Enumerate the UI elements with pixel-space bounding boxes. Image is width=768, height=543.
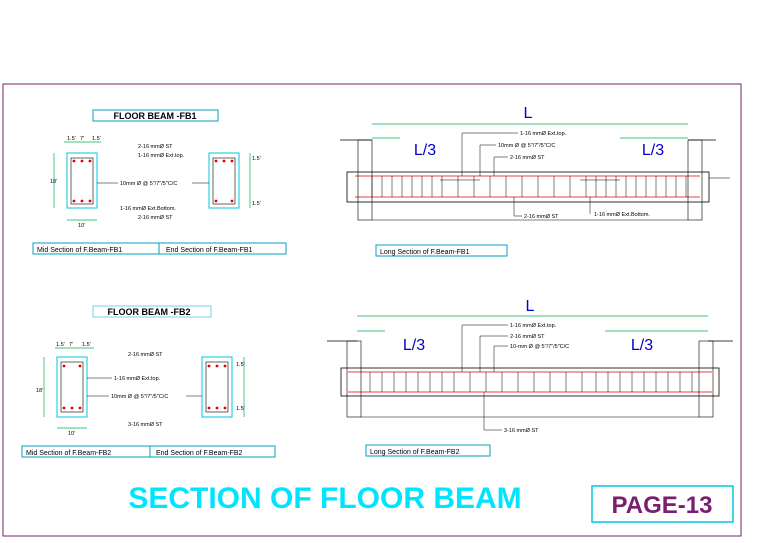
fb2-mid-section xyxy=(56,356,88,418)
sheet-frame xyxy=(2,83,742,537)
fb1-long-L3-left: L/3 xyxy=(414,142,436,159)
fb1-long-section: L L/3 L/3 1-16 mmØ Ext.top. xyxy=(340,105,730,257)
fb2-note-top: 2-16 mmØ ST xyxy=(128,352,163,358)
fb2-sections: FLOOR BEAM -FB2 1.5' 7' 1.5' 18' 10' 1.5… xyxy=(21,305,276,458)
fb1-bot-dim: 10' xyxy=(78,223,85,229)
fb1-long-note1: 1-16 mmØ Ext.top. xyxy=(520,131,567,137)
sheet-title: SECTION OF FLOOR BEAM xyxy=(128,482,521,515)
fb2-beam-body xyxy=(340,367,720,397)
fb2-end-dim-a: 1.5' xyxy=(236,362,245,368)
fb1-end-dim-a: 1.5' xyxy=(252,156,261,162)
fb2-long-caption: Long Section of F.Beam-FB2 xyxy=(370,449,460,456)
fb1-dim-a: 1.5' xyxy=(67,136,76,142)
fb1-beam-body xyxy=(346,171,710,203)
fb1-long-note4: 2-16 mmØ ST xyxy=(524,214,559,220)
fb1-long-note5: 1-16 mmØ Ext.Bottom. xyxy=(594,212,650,218)
fb2-long-section: L L/3 L/3 1-16 mmØ Ext.top. 2-16 mmØ ST xyxy=(327,298,733,457)
fb1-note-bot-b: 2-16 mmØ ST xyxy=(138,215,173,221)
fb1-note-stirrup: 10mm Ø @ 5"/7"/5"C/C xyxy=(120,181,177,187)
fb2-note-ext: 1-16 mmØ Ext.top. xyxy=(114,376,161,382)
page-box xyxy=(591,485,734,523)
fb2-long-note3: 10-mm Ø @ 5"/7"/5"C/C xyxy=(510,344,569,350)
fb2-bot-dim: 10' xyxy=(68,431,75,437)
fb2-note-stirrup: 10mm Ø @ 5"/7"/5"C/C xyxy=(111,394,168,400)
fb1-note-bot-a: 1-16 mmØ Ext.Bottom. xyxy=(120,206,176,212)
fb1-dim-c: 1.5' xyxy=(92,136,101,142)
fb1-note-top-a: 2-16 mmØ ST xyxy=(138,144,173,150)
fb2-long-note2: 2-16 mmØ ST xyxy=(510,334,545,340)
fb1-end-caption: End Section of F.Beam-FB1 xyxy=(166,247,252,254)
fb2-dim-b: 7' xyxy=(69,342,73,348)
fb1-long-L: L xyxy=(524,105,533,122)
fb2-dim-c: 1.5' xyxy=(82,342,91,348)
fb2-long-note1: 1-16 mmØ Ext.top. xyxy=(510,323,557,329)
fb1-sections: FLOOR BEAM -FB1 1.5' 7' 1.5' 18' 10' 1.5… xyxy=(32,109,287,255)
fb1-heading: FLOOR BEAM -FB1 xyxy=(114,111,197,121)
fb2-long-L3-right: L/3 xyxy=(631,337,653,354)
fb2-mid-caption: Mid Section of F.Beam-FB2 xyxy=(26,450,111,457)
fb1-long-note3: 2-16 mmØ ST xyxy=(510,155,545,161)
fb2-end-section xyxy=(201,356,233,418)
fb1-mid-caption: Mid Section of F.Beam-FB1 xyxy=(37,247,122,254)
fb2-note-bot: 3-16 mmØ ST xyxy=(128,422,163,428)
fb2-end-dim-b: 1.5' xyxy=(236,406,245,412)
fb1-end-dim-b: 1.5' xyxy=(252,201,261,207)
fb2-dim-a: 1.5' xyxy=(56,342,65,348)
fb1-long-L3-right: L/3 xyxy=(642,142,664,159)
fb1-mid-section xyxy=(66,152,98,209)
fb2-heading: FLOOR BEAM -FB2 xyxy=(108,307,191,317)
fb2-end-caption: End Section of F.Beam-FB2 xyxy=(156,450,242,457)
page-number: PAGE-13 xyxy=(612,492,713,519)
fb1-side-dim: 18' xyxy=(50,179,57,185)
fb1-dim-b: 7' xyxy=(80,136,84,142)
fb1-long-caption: Long Section of F.Beam-FB1 xyxy=(380,249,470,256)
fb2-long-L3-left: L/3 xyxy=(403,337,425,354)
fb1-long-note2: 10mm Ø @ 5"/7"/5"C/C xyxy=(498,143,555,149)
fb1-note-top-b: 1-16 mmØ Ext.top. xyxy=(138,153,185,159)
fb1-end-section xyxy=(208,152,240,209)
fb2-long-L: L xyxy=(526,298,535,315)
fb2-long-note4: 3-16 mmØ ST xyxy=(504,428,539,434)
fb2-side-dim: 18' xyxy=(36,388,43,394)
